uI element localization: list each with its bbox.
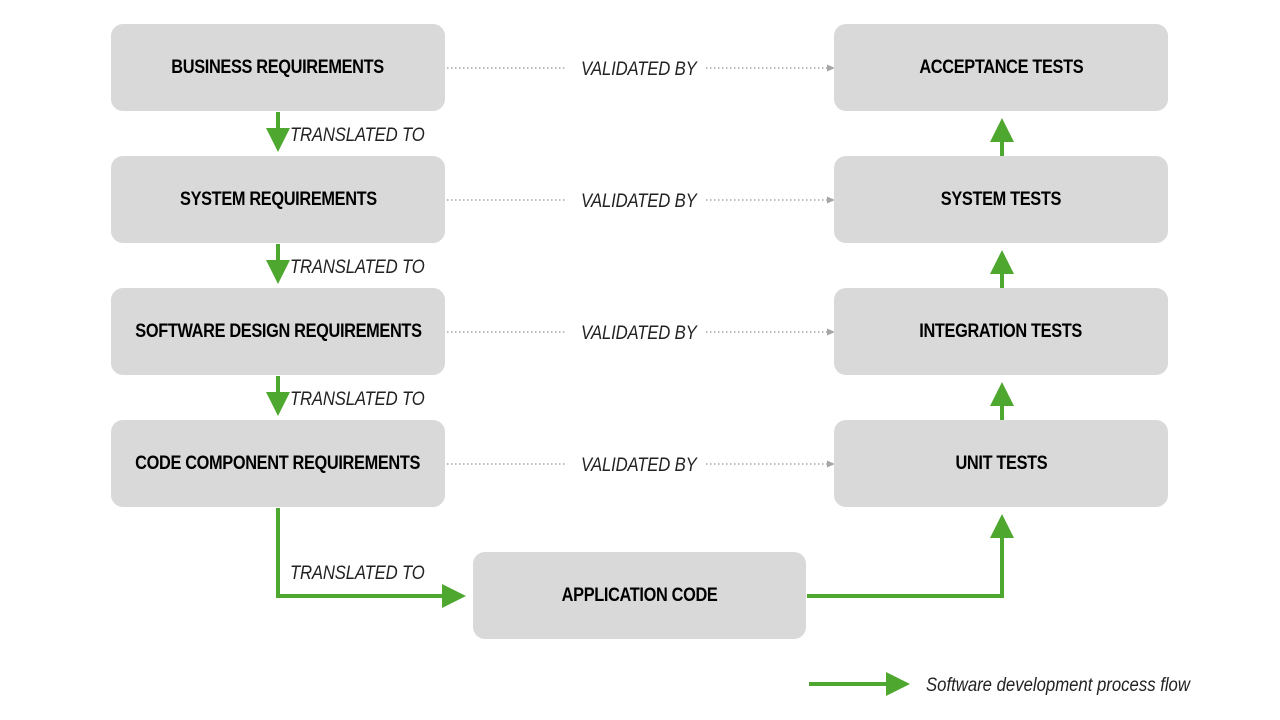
box-label: CODE COMPONENT REQUIREMENTS: [135, 452, 421, 474]
box-application-code: APPLICATION CODE: [473, 552, 806, 639]
box-label: SYSTEM TESTS: [940, 188, 1062, 210]
validated-label-2: VALIDATED BY: [581, 191, 697, 212]
box-integration-tests: INTEGRATION TESTS: [834, 288, 1168, 375]
legend-label: Software development process flow: [926, 675, 1190, 696]
box-software-design-requirements: SOFTWARE DESIGN REQUIREMENTS: [111, 288, 445, 375]
box-label: INTEGRATION TESTS: [919, 320, 1083, 342]
translated-arrow-4: [276, 508, 466, 608]
box-label: ACCEPTANCE TESTS: [919, 56, 1083, 78]
translated-label-4: TRANSLATED TO: [290, 563, 425, 584]
translated-label-2: TRANSLATED TO: [290, 257, 425, 278]
box-label: SOFTWARE DESIGN REQUIREMENTS: [134, 320, 422, 342]
box-unit-tests: UNIT TESTS: [834, 420, 1168, 507]
box-business-requirements: BUSINESS REQUIREMENTS: [111, 24, 445, 111]
validated-label-4: VALIDATED BY: [581, 455, 697, 476]
box-label: SYSTEM REQUIREMENTS: [179, 188, 377, 210]
box-system-requirements: SYSTEM REQUIREMENTS: [111, 156, 445, 243]
validated-label-3: VALIDATED BY: [581, 323, 697, 344]
box-label: APPLICATION CODE: [561, 584, 718, 606]
box-acceptance-tests: ACCEPTANCE TESTS: [834, 24, 1168, 111]
box-system-tests: SYSTEM TESTS: [834, 156, 1168, 243]
flow-arrow-unit-tests: [807, 514, 1014, 598]
box-code-component-requirements: CODE COMPONENT REQUIREMENTS: [111, 420, 445, 507]
translated-label-3: TRANSLATED TO: [290, 389, 425, 410]
box-label: BUSINESS REQUIREMENTS: [171, 56, 385, 78]
translated-label-1: TRANSLATED TO: [290, 125, 425, 146]
box-label: UNIT TESTS: [955, 452, 1047, 474]
validated-label-1: VALIDATED BY: [581, 59, 697, 80]
